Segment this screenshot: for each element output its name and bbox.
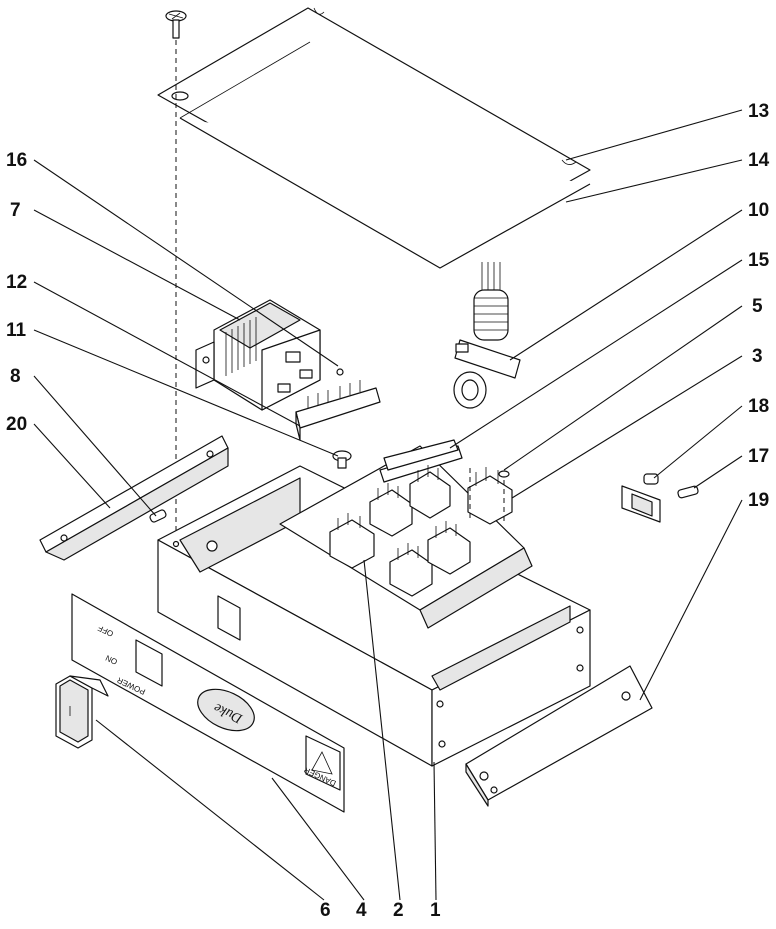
strip-part-15: [383, 439, 459, 471]
callout-13: 13: [748, 101, 769, 122]
callout-16: 16: [6, 150, 27, 171]
callout-1: 1: [430, 900, 441, 921]
callout-20: 20: [6, 414, 27, 435]
callout-3: 3: [752, 346, 763, 367]
callout-19: 19: [748, 490, 769, 511]
pin-part-8: [149, 509, 167, 523]
callout-5: 5: [752, 296, 763, 317]
callout-11: 11: [6, 320, 27, 341]
screw-part-5: [498, 470, 510, 478]
fastener-part-11: [332, 450, 352, 469]
wire-grommet-part-10: [453, 262, 521, 409]
relay: [389, 543, 433, 597]
standoff-part-17: [677, 485, 699, 499]
callout-7: 7: [10, 200, 21, 221]
callout-14: 14: [748, 150, 770, 171]
cover-screw: [165, 10, 187, 540]
relay: [329, 513, 375, 569]
rocker-switch-part-6: [55, 675, 109, 749]
relay: [427, 521, 471, 575]
transformer-part-7: [195, 299, 321, 411]
leader-lines: [33, 109, 743, 901]
right-bracket-part-19: [465, 665, 653, 807]
callout-6: 6: [320, 900, 331, 921]
relay-board-part-2: [279, 445, 533, 629]
callout-4: 4: [356, 900, 367, 921]
callout-2: 2: [393, 900, 404, 921]
callout-numbers: 13 14 10 15 5 3 18 17 19 16 7 12 11 8 20…: [6, 101, 770, 921]
gasket-part-14: [179, 41, 591, 269]
relay: [409, 465, 451, 519]
callout-15: 15: [748, 250, 770, 271]
left-bracket-part-20: [39, 435, 229, 561]
relay: [369, 483, 413, 537]
connector-part-18: [621, 473, 661, 523]
callout-12: 12: [6, 272, 27, 293]
relay-part-3: [467, 467, 513, 525]
callout-10: 10: [748, 200, 769, 221]
callout-17: 17: [748, 446, 769, 467]
duke-logo: Duke: [197, 688, 255, 732]
callout-8: 8: [10, 366, 21, 387]
callout-18: 18: [748, 396, 769, 417]
